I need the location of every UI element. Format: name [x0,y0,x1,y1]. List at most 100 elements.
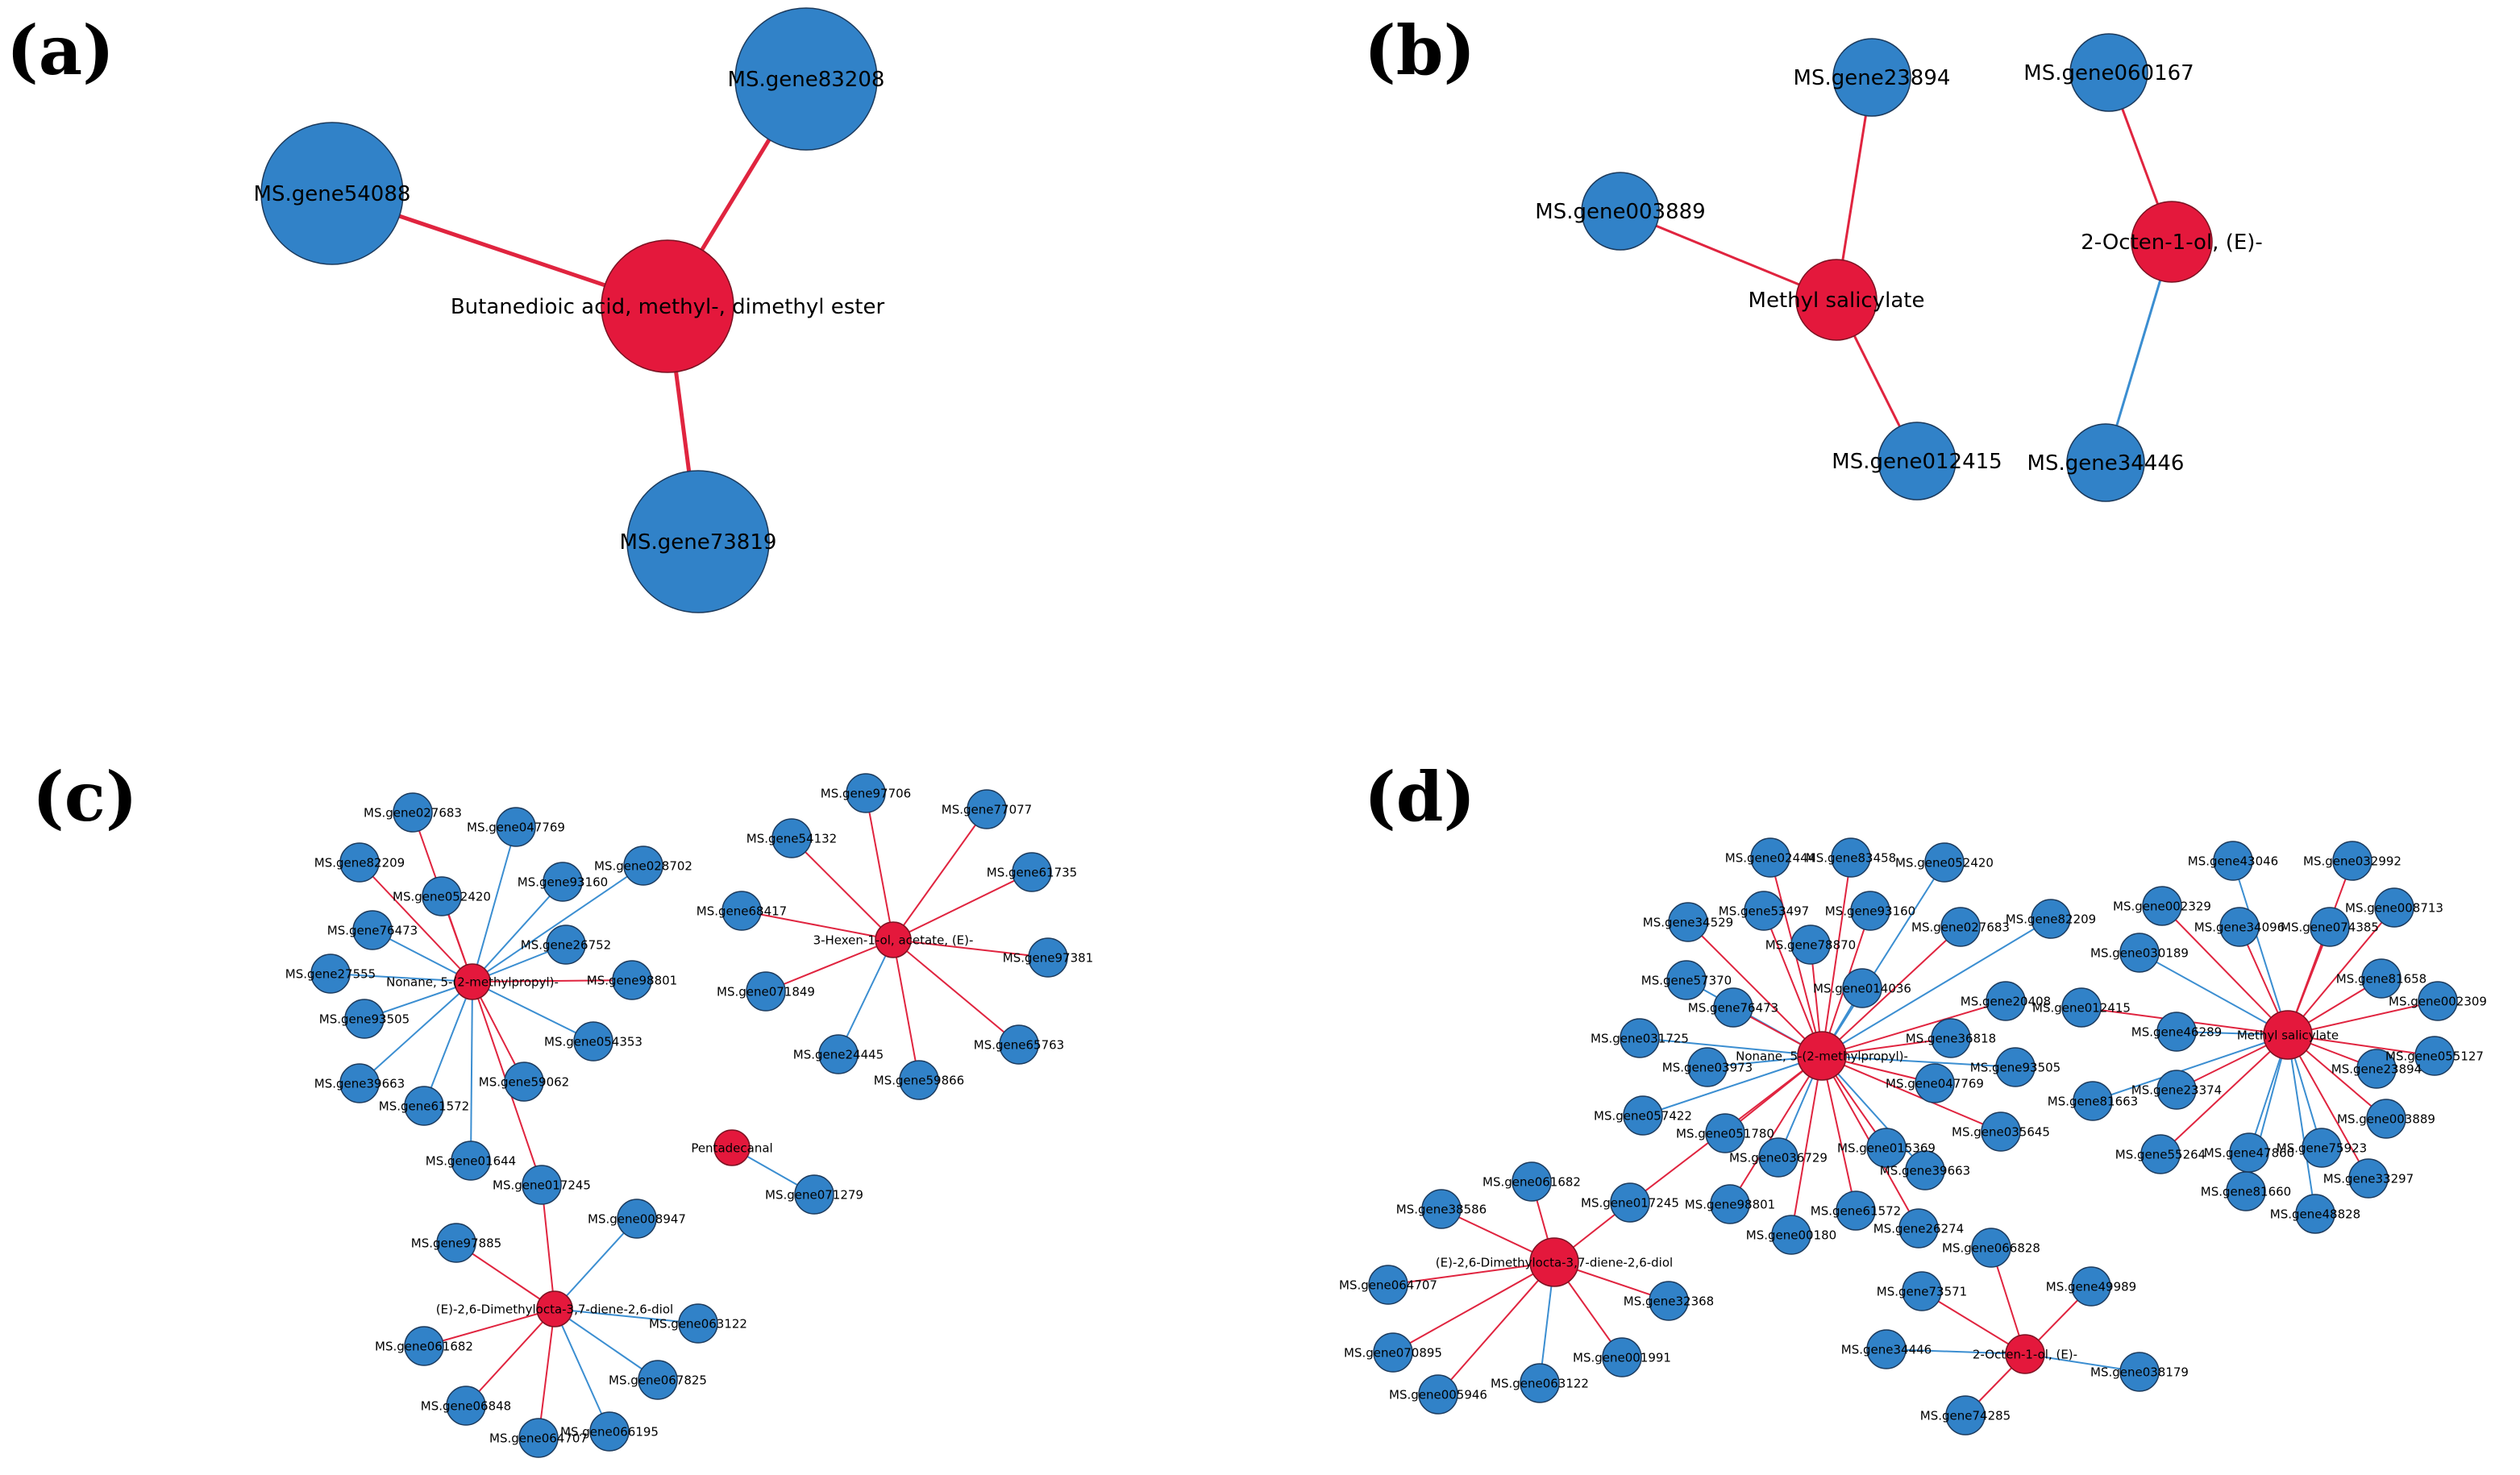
metabolite-node-butanedioic-acid-methyl-dimethyl-ester [601,239,734,373]
node-label: MS.gene071849 [717,984,815,999]
edge-nonane-5-2-methylpropyl-ms-gene34529 [1687,921,1823,1057]
gene-node-ms-gene014036 [1842,968,1882,1008]
gene-node-ms-gene070895 [1373,1332,1413,1373]
gene-node-ms-gene93160 [543,862,583,902]
gene-node-ms-gene53497 [1744,891,1784,931]
gene-node-ms-gene008947 [617,1199,657,1239]
edge-e-2-6-dimethylocta-3-7-diene-2-6-diol-ms-gene063122 [554,1308,699,1324]
node-label: MS.gene33297 [2323,1171,2414,1186]
gene-node-ms-gene82209 [339,842,380,883]
gene-node-ms-gene78870 [1790,924,1831,965]
edge-e-2-6-dimethylocta-3-7-diene-2-6-diol-ms-gene064707 [1387,1261,1555,1286]
node-label: MS.gene93160 [518,875,608,889]
node-label: MS.gene73819 [620,530,777,555]
metabolite-node-e-2-6-dimethylocta-3-7-diene-2-6-diol [536,1290,573,1328]
node-label: MS.gene73571 [1877,1284,1967,1298]
gene-node-ms-gene23374 [2156,1070,2197,1110]
node-label: MS.gene39663 [1880,1163,1970,1178]
edge-nonane-5-2-methylpropyl-ms-gene031725 [1639,1037,1823,1057]
edge-3-hexen-1-ol-acetate-e-ms-gene68417 [741,910,894,941]
metabolite-node-nonane-5-2-methylpropyl [1797,1031,1847,1081]
node-label: MS.gene035645 [1952,1124,2050,1139]
edge-e-2-6-dimethylocta-3-7-diene-2-6-diol-ms-gene061682 [423,1308,555,1347]
gene-node-ms-gene017245 [522,1165,562,1205]
gene-node-ms-gene001991 [1602,1337,1642,1377]
gene-node-ms-gene26752 [546,924,586,965]
node-label: MS.gene48828 [2270,1207,2360,1221]
gene-node-ms-gene57370 [1666,960,1707,1000]
gene-node-ms-gene46289 [2156,1012,2197,1052]
node-label: MS.gene055127 [2385,1049,2484,1063]
panel-b: MS.gene23894MS.gene003889MS.gene012415MS… [1364,10,2263,502]
gene-node-ms-gene067825 [638,1360,678,1400]
gene-node-ms-gene97706 [846,773,886,813]
gene-node-ms-gene01644 [451,1141,491,1181]
edge-nonane-5-2-methylpropyl-ms-gene20408 [1821,1000,2006,1057]
gene-node-ms-gene061682 [1512,1161,1552,1202]
node-label: MS.gene76473 [327,923,418,937]
gene-node-ms-gene59866 [899,1060,939,1100]
gene-node-ms-gene017245 [1610,1182,1650,1223]
gene-node-ms-gene02444 [1750,837,1790,878]
node-label: MS.gene008947 [588,1211,686,1226]
edge-nonane-5-2-methylpropyl-ms-gene27555 [330,973,473,983]
gene-node-ms-gene03973 [1687,1047,1728,1087]
node-label: MS.gene027683 [1911,920,2010,934]
gene-node-ms-gene06848 [446,1386,486,1426]
gene-node-ms-gene76473 [352,910,393,950]
gene-node-ms-gene36818 [1931,1018,1971,1058]
node-label: Methyl salicylate [1749,289,1925,313]
edge-2-octen-1-ol-e-ms-gene73571 [1921,1290,2026,1355]
node-label: MS.gene82209 [2006,912,2096,926]
gene-node-ms-gene55264 [2140,1134,2181,1174]
node-label: 2-Octen-1-ol, (E)- [1973,1347,2077,1361]
node-label: MS.gene93160 [1825,904,1915,918]
node-label: MS.gene01644 [426,1153,516,1168]
node-label: MS.gene46289 [2131,1024,2222,1039]
node-label: MS.gene054353 [544,1034,642,1049]
gene-node-ms-gene34446 [1866,1329,1907,1369]
node-label: MS.gene75923 [2277,1141,2367,1155]
edge-methyl-salicylate-ms-gene55264 [2160,1034,2289,1155]
edge-3-hexen-1-ol-acetate-e-ms-gene071849 [765,939,894,992]
node-label: MS.gene97885 [411,1236,501,1250]
node-label: MS.gene98801 [587,973,677,987]
gene-node-ms-gene060167 [2069,33,2148,112]
node-label: MS.gene23894 [1794,66,1951,90]
node-label: (E)-2,6-Dimethylocta-3,7-diene-2,6-diol [1436,1255,1673,1269]
edge-3-hexen-1-ol-acetate-e-ms-gene97381 [892,939,1049,958]
node-label: MS.gene063122 [649,1316,747,1331]
node-label: 3-Hexen-1-ol, acetate, (E)- [813,933,974,947]
edge-e-2-6-dimethylocta-3-7-diene-2-6-diol-ms-gene067825 [554,1308,659,1381]
edge-methyl-salicylate-ms-gene008713 [2287,907,2395,1036]
gene-node-ms-gene68417 [721,891,762,931]
gene-node-ms-gene38586 [1421,1189,1462,1229]
metabolite-node-methyl-salicylate [1795,259,1878,341]
gene-node-ms-gene20408 [1986,981,2026,1021]
node-label: MS.gene49989 [2046,1279,2136,1294]
gene-node-ms-gene81663 [2073,1081,2113,1121]
node-label: MS.gene061682 [1482,1174,1581,1189]
node-label: MS.gene59866 [874,1073,964,1087]
node-label: MS.gene071279 [765,1187,863,1202]
node-label: MS.gene012415 [2032,1000,2131,1015]
gene-node-ms-gene61572 [404,1086,444,1126]
node-label: MS.gene031725 [1591,1031,1689,1045]
nodes-c [310,773,1068,1458]
node-label: MS.gene97381 [1003,950,1093,965]
node-label: MS.gene066828 [1942,1240,2040,1255]
node-label: MS.gene038179 [2090,1365,2189,1379]
node-label: MS.gene001991 [1573,1350,1671,1365]
edge-2-octen-1-ol-e-ms-gene34446 [1886,1348,2026,1355]
node-label: MS.gene26752 [521,937,611,952]
node-label: MS.gene03973 [1662,1060,1753,1074]
edge-3-hexen-1-ol-acetate-e-ms-gene77077 [892,808,988,941]
edge-methyl-salicylate-ms-gene002309 [2287,1000,2439,1036]
edges-d [1387,857,2439,1416]
edge-3-hexen-1-ol-acetate-e-ms-gene59866 [892,939,920,1081]
node-label: MS.gene59062 [479,1074,569,1089]
gene-node-ms-gene39663 [1905,1150,1945,1190]
nodes-d [1368,837,2458,1436]
node-label: MS.gene93505 [319,1012,410,1026]
